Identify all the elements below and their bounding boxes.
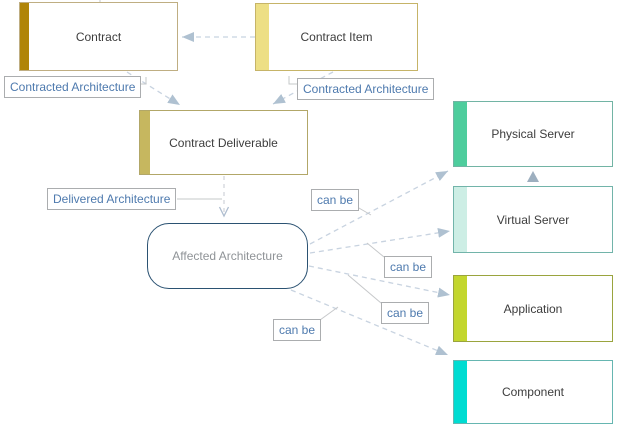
edge-label-can-be-3[interactable]: can be (381, 302, 430, 324)
edge-label-can-be-2[interactable]: can be (384, 256, 433, 278)
edge-label-can-be-1[interactable]: can be (311, 189, 360, 211)
node-virtual-server[interactable]: Virtual Server (453, 186, 613, 253)
edge-label-can-be-4[interactable]: can be (273, 319, 322, 341)
physical-server-color-stripe (454, 102, 467, 166)
edge-label-contracted-architecture-1[interactable]: Contracted Architecture (4, 76, 142, 98)
contract-deliverable-color-stripe (140, 111, 150, 174)
application-color-stripe (454, 276, 467, 341)
node-contract-deliverable[interactable]: Contract Deliverable (139, 110, 308, 175)
node-label: Physical Server (491, 127, 575, 141)
node-application[interactable]: Application (453, 275, 613, 342)
edge-affected-architecture-to-component (290, 289, 449, 356)
edge-virtual-server-to-physical-server (527, 171, 539, 182)
node-affected-architecture[interactable]: Affected Architecture (147, 223, 308, 289)
edge-label-contracted-architecture-2[interactable]: Contracted Architecture (297, 78, 435, 100)
contract-item-color-stripe (256, 4, 269, 70)
node-label: Application (503, 301, 563, 316)
edge-affected-architecture-to-physical-server (309, 170, 449, 245)
virtual-server-color-stripe (454, 187, 467, 252)
edge-contract-item-to-contract-deliverable (272, 71, 334, 105)
edge-label-delivered-architecture[interactable]: Delivered Architecture (47, 188, 177, 210)
node-contract-item[interactable]: Contract Item (255, 3, 418, 71)
node-contract[interactable]: Contract (19, 2, 178, 71)
component-color-stripe (454, 361, 467, 423)
node-label: Virtual Server (496, 212, 570, 227)
edge-affected-architecture-to-application (308, 265, 451, 298)
node-label: Affected Architecture (172, 249, 283, 263)
node-label: Contract Item (300, 30, 373, 44)
node-component[interactable]: Component (453, 360, 613, 424)
node-label: Component (501, 385, 565, 399)
node-label: Contract (75, 29, 122, 44)
node-label: Contract Deliverable (169, 135, 278, 150)
contract-color-stripe (20, 3, 29, 70)
edge-affected-architecture-to-virtual-server (309, 227, 451, 254)
node-physical-server[interactable]: Physical Server (453, 101, 613, 167)
